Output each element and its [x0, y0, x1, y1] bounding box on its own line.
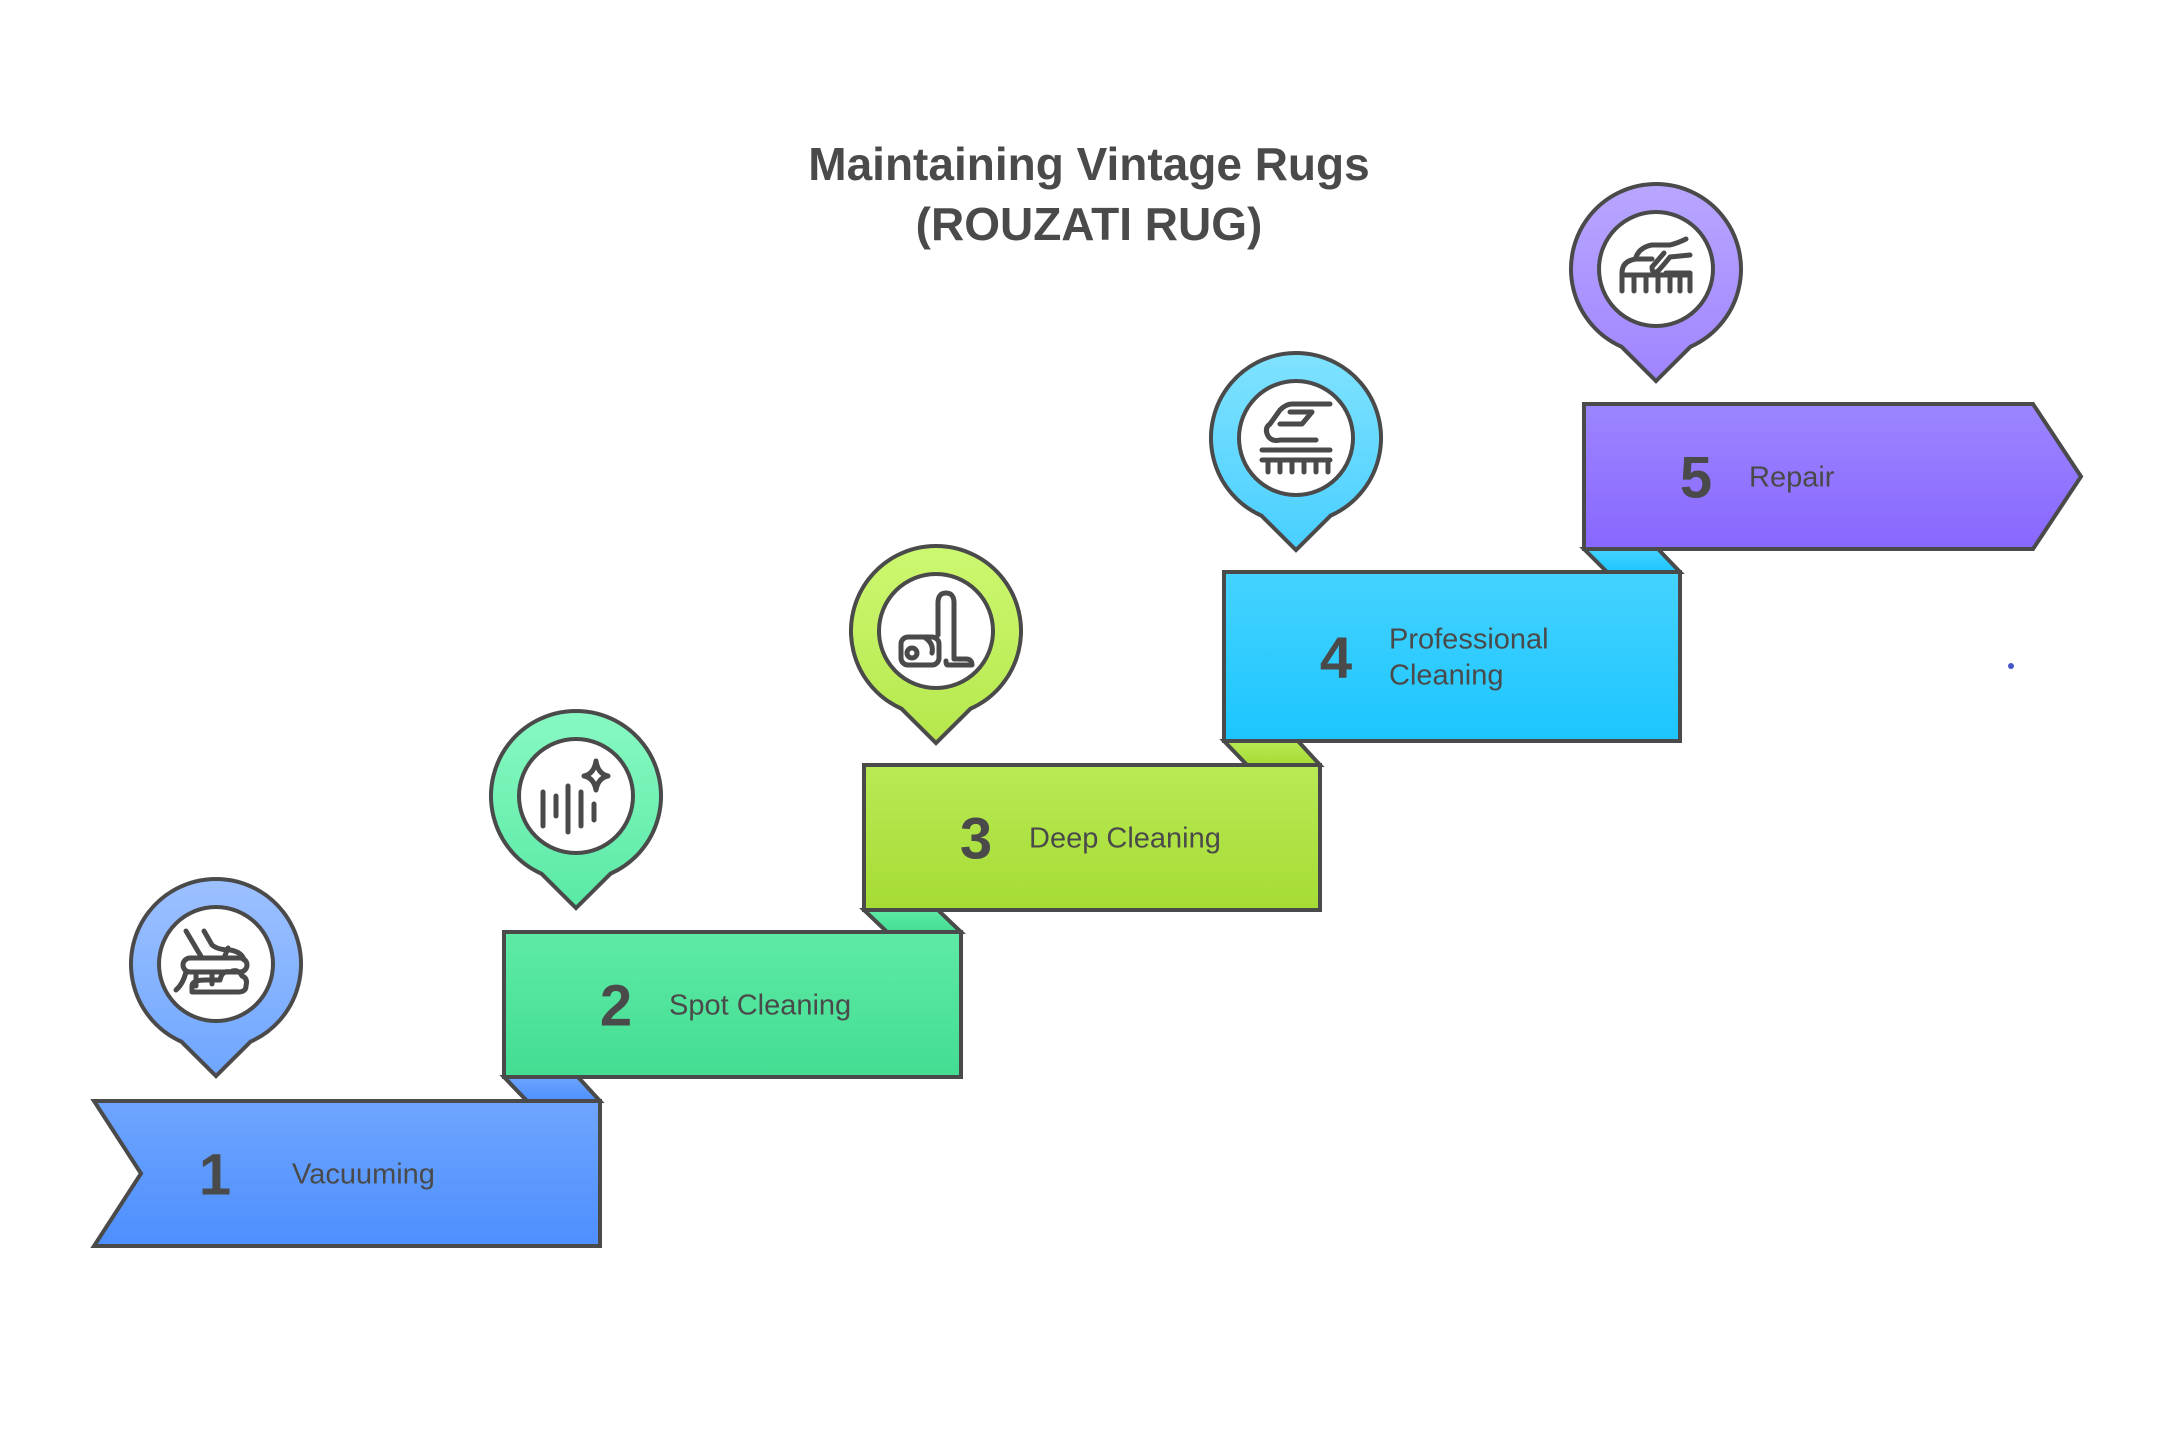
ribbon-fold-3 [1219, 739, 1325, 767]
step-4-number: 4 [1320, 626, 1352, 691]
title-line-2: (ROUZATI RUG) [916, 198, 1263, 250]
step-5-shape [1582, 402, 2084, 551]
step-5-marker [1569, 182, 1743, 384]
step-4-label: Professional [1389, 624, 1549, 656]
stray-dot [2008, 663, 2014, 669]
ribbon-fold-4 [1579, 547, 1685, 574]
canister-vacuum-icon [898, 590, 975, 668]
diagram-title: Maintaining Vintage Rugs (ROUZATI RUG) [808, 138, 1369, 250]
step-2-label: Spot Cleaning [669, 990, 851, 1022]
step-3-label: Deep Cleaning [1029, 823, 1221, 855]
hand-brush-icon [1619, 236, 1693, 294]
title-line-1: Maintaining Vintage Rugs [808, 138, 1369, 190]
step-2-shape [502, 930, 963, 1079]
step-ribbons: 1 Vacuuming 2 Spot Cleaning 3 Deep Cleaning 4 P… [90, 402, 2084, 1248]
step-2-marker [489, 709, 663, 911]
step-1-marker [129, 877, 303, 1079]
step-1-shape [90, 1099, 602, 1248]
step-markers [129, 182, 1743, 1079]
step-2-number: 2 [600, 974, 632, 1039]
step-3-ribbon: 3 Deep Cleaning [862, 763, 1322, 912]
step-2-ribbon: 2 Spot Cleaning [502, 930, 963, 1079]
step-5-number: 5 [1680, 446, 1712, 511]
step-5-ribbon: 5 Repair [1582, 402, 2084, 551]
step-4-label: Cleaning [1389, 660, 1503, 692]
ribbon-fold-1 [499, 1075, 605, 1103]
step-3-shape [862, 763, 1322, 912]
step-5-label: Repair [1749, 462, 1835, 494]
floor-scrubber-machine-icon [1259, 401, 1333, 475]
step-1-label: Vacuuming [292, 1159, 435, 1191]
step-3-number: 3 [960, 807, 992, 872]
ribbon-fold-2 [859, 908, 966, 934]
step-5-marker-disc [1597, 210, 1715, 328]
step-1-ribbon: 1 Vacuuming [90, 1099, 602, 1248]
step-4-marker [1209, 351, 1383, 553]
step-1-marker-disc [157, 905, 275, 1023]
step-3-marker [849, 544, 1023, 746]
vacuum-brush-rug-icon [173, 928, 250, 995]
step-2-marker-disc [517, 737, 635, 855]
step-4-shape [1222, 570, 1682, 743]
sparkle-lines-icon [540, 758, 611, 835]
step-1-number: 1 [199, 1143, 231, 1208]
